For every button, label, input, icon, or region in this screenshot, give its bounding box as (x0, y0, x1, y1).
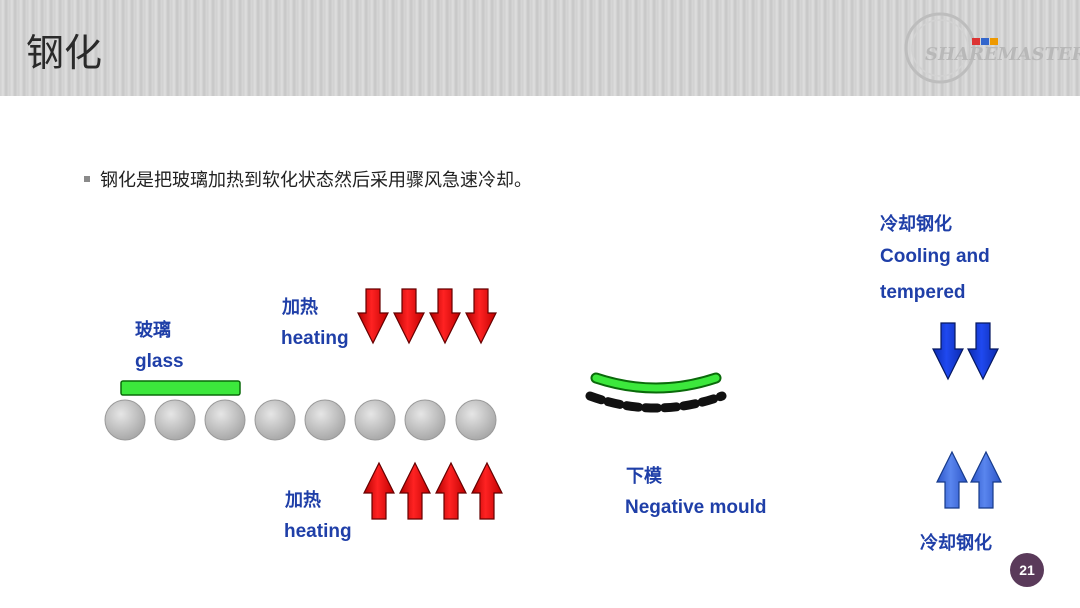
logo-emblem (904, 12, 998, 84)
heat-arrow-down (429, 288, 461, 345)
heating-top-label-en: heating (281, 328, 349, 349)
roller (455, 399, 497, 441)
negative-mould (585, 391, 727, 413)
cool-arrow-down (967, 322, 999, 381)
roller-row (104, 399, 497, 441)
glass-label-cn: 玻璃 (135, 320, 171, 340)
heat-arrow-down (357, 288, 389, 345)
bullet-text: 钢化是把玻璃加热到软化状态然后采用骤风急速冷却。 (100, 170, 532, 191)
cooling-arrows-bottom (936, 450, 1002, 509)
cooling-top-label-en1: Cooling and (880, 246, 990, 267)
logo-text: SHAREMASTER (925, 44, 1080, 65)
page-title: 钢化 (26, 31, 103, 75)
cooling-top-label-cn: 冷却钢化 (880, 214, 952, 234)
heating-arrows-top (357, 288, 497, 345)
title-bar: 钢化 SHAREMASTER (0, 0, 1080, 96)
heating-bottom-label-en: heating (284, 521, 352, 542)
cool-arrow-up (936, 450, 968, 509)
mould-label-en: Negative mould (625, 497, 767, 518)
roller (354, 399, 396, 441)
bullet-marker (84, 176, 90, 182)
heat-arrow-down (465, 288, 497, 345)
heating-bottom-label-cn: 加热 (285, 490, 321, 510)
page-number-badge: 21 (1010, 553, 1044, 587)
heat-arrow-up (399, 461, 431, 520)
cooling-top-label-en2: tempered (880, 282, 966, 303)
heat-arrow-up (435, 461, 467, 520)
glass-label-en: glass (135, 351, 184, 372)
heating-top-label-cn: 加热 (282, 297, 318, 317)
cooling-arrows-top (932, 322, 999, 381)
roller (104, 399, 146, 441)
heat-arrow-down (393, 288, 425, 345)
roller (204, 399, 246, 441)
glass-sheet (120, 380, 241, 396)
heating-arrows-bottom (363, 461, 503, 520)
heat-arrow-up (363, 461, 395, 520)
roller (304, 399, 346, 441)
roller (254, 399, 296, 441)
cool-arrow-down (932, 322, 964, 381)
roller (404, 399, 446, 441)
cool-arrow-up (970, 450, 1002, 509)
cooling-bottom-label-cn: 冷却钢化 (920, 533, 992, 553)
heat-arrow-up (471, 461, 503, 520)
sharemaster-logo: SHAREMASTER (900, 8, 1080, 88)
mould-label-cn: 下模 (626, 466, 662, 486)
roller (154, 399, 196, 441)
